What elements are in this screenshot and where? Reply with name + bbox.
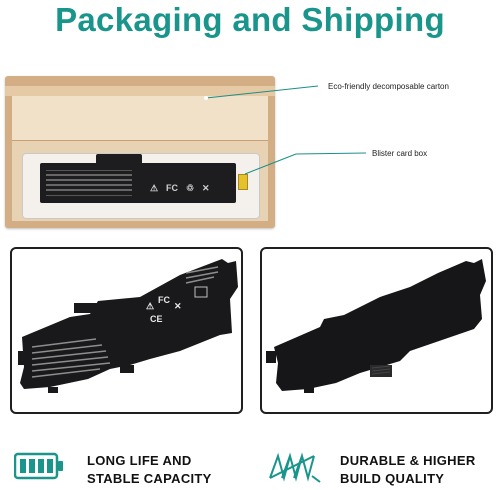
fc-icon: FC — [158, 295, 170, 305]
battery-mount-tab — [96, 154, 142, 164]
callout-lines — [204, 85, 367, 175]
ce-mark-icon: CE — [150, 314, 163, 324]
feature-long-life-line1: LONG LIFE AND — [87, 453, 192, 468]
battery-label — [46, 170, 132, 196]
battery-connector — [238, 174, 248, 190]
blister-callout: Blister card box — [372, 149, 428, 158]
coil-spring-icon — [269, 452, 321, 483]
page-title: Packaging and Shipping — [55, 1, 445, 38]
battery-back-illustration — [266, 259, 486, 393]
warning-icon: ⚠ — [146, 301, 155, 311]
packaged-battery — [40, 163, 236, 203]
recycle-mark-icon: ♲ — [186, 183, 195, 193]
fc-mark-icon: FC — [166, 183, 178, 193]
recycle-warning-icon: ⚠ — [150, 183, 159, 193]
battery-front-illustration — [18, 259, 238, 393]
carton-callout: Eco-friendly decomposable carton — [328, 82, 449, 91]
bin-crossed-icon: ✕ — [174, 301, 182, 311]
feature-long-life-line2: STABLE CAPACITY — [87, 471, 212, 486]
feature-durable-line2: BUILD QUALITY — [340, 471, 445, 486]
bin-mark-icon: ✕ — [202, 183, 210, 193]
carton-lid — [12, 96, 268, 140]
battery-full-icon — [14, 452, 63, 480]
carton-lid-edge — [5, 86, 275, 96]
feature-durable-line1: DURABLE & HIGHER — [340, 453, 476, 468]
